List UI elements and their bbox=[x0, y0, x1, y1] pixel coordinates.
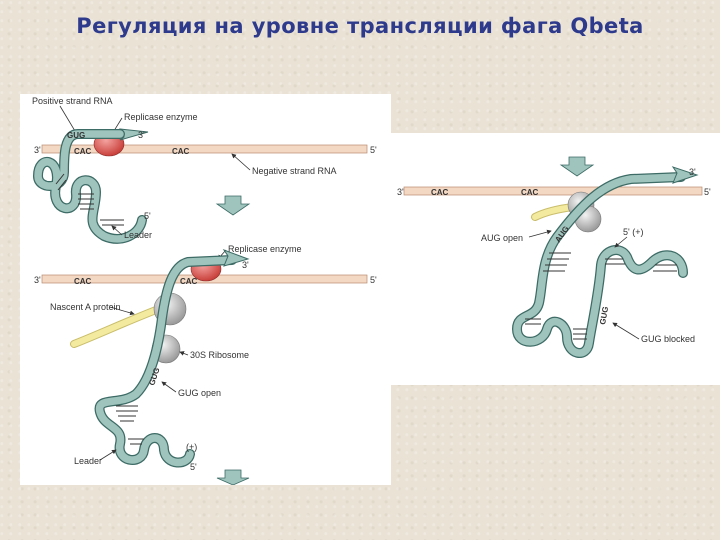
cac-label-3b: CAC bbox=[521, 188, 539, 197]
leader-pointer-1 bbox=[111, 225, 123, 236]
step-arrow-down-1 bbox=[215, 195, 251, 216]
gug-open-pointer bbox=[161, 381, 177, 393]
positive-strand-rna-2 bbox=[95, 256, 236, 467]
gug-open-label: GUG open bbox=[178, 388, 221, 398]
leader-pointer-2 bbox=[99, 449, 117, 461]
step2-5prime-end: 5' bbox=[190, 462, 197, 472]
gug-blocked-pointer bbox=[612, 322, 640, 340]
gug-blocked-label: GUG blocked bbox=[641, 334, 695, 344]
left-diagram: Positive strand RNA Replicase enzyme 3' … bbox=[32, 96, 377, 486]
cac-label-1b: CAC bbox=[172, 147, 190, 156]
cac-label-1a: CAC bbox=[74, 147, 92, 156]
slide-title: Регуляция на уровне трансляции фага Qbet… bbox=[76, 14, 644, 38]
ribosome-pointer bbox=[179, 351, 189, 356]
step1-3prime-tip: 3' bbox=[138, 130, 145, 140]
gug-label-1: GUG bbox=[67, 131, 85, 140]
five-prime-pointer bbox=[614, 236, 628, 248]
strand1-3prime: 3' bbox=[34, 145, 41, 155]
right-diagram: 3' 5' CAC CAC 3' AUG open AUG 5' (+) GUG… bbox=[397, 156, 711, 358]
cac-label-2a: CAC bbox=[74, 277, 92, 286]
rna-arrowhead-r bbox=[671, 166, 699, 184]
strand2-5prime: 5' bbox=[370, 275, 377, 285]
leader-label-2: Leader bbox=[74, 456, 102, 466]
base-pairs-1 bbox=[55, 173, 124, 226]
step2-3prime-tip: 3' bbox=[242, 260, 249, 270]
negative-strand-bar-3 bbox=[403, 186, 703, 196]
step-arrow-down-2 bbox=[216, 469, 250, 486]
plus-label-left: (+) bbox=[186, 442, 197, 452]
five-prime-plus-label: 5' (+) bbox=[623, 227, 643, 237]
right-3prime-tip: 3' bbox=[689, 167, 696, 177]
aug-open-pointer bbox=[528, 229, 552, 238]
right-diagram-panel: 3' 5' CAC CAC 3' AUG open AUG 5' (+) GUG… bbox=[391, 133, 720, 385]
replicase-label-2: Replicase enzyme bbox=[228, 244, 302, 254]
gug-blocked-curved-label: GUG bbox=[598, 306, 610, 326]
nascent-protein-label: Nascent A protein bbox=[50, 302, 121, 312]
strand3-3prime: 3' bbox=[397, 187, 404, 197]
left-diagram-panel: Positive strand RNA Replicase enzyme 3' … bbox=[20, 94, 391, 486]
nascent-protein-pointer bbox=[109, 306, 135, 316]
replicase-label-1: Replicase enzyme bbox=[124, 112, 198, 122]
negative-strand-bar-1 bbox=[41, 144, 368, 154]
cac-label-3a: CAC bbox=[431, 188, 449, 197]
rna-arrowhead-2 bbox=[222, 248, 250, 267]
aug-open-label: AUG open bbox=[481, 233, 523, 243]
positive-strand-rna-r bbox=[513, 173, 687, 357]
negative-strand-pointer bbox=[231, 153, 251, 171]
strand1-5prime: 5' bbox=[370, 145, 377, 155]
nascent-protein-r bbox=[532, 204, 576, 220]
strand3-5prime: 5' bbox=[704, 187, 711, 197]
cac-label-2b: CAC bbox=[180, 277, 198, 286]
step1-5prime-end: 5' bbox=[144, 211, 151, 221]
step-arrow-down-3 bbox=[559, 156, 595, 177]
strand2-3prime: 3' bbox=[34, 275, 41, 285]
base-pairs-r bbox=[525, 252, 677, 340]
positive-strand-label: Positive strand RNA bbox=[32, 96, 113, 106]
leader-label-1: Leader bbox=[124, 230, 152, 240]
base-pairs-2 bbox=[116, 405, 144, 445]
negative-strand-label: Negative strand RNA bbox=[252, 166, 337, 176]
positive-strand-rna-1 bbox=[34, 130, 146, 243]
ribosome-label: 30S Ribosome bbox=[190, 350, 249, 360]
